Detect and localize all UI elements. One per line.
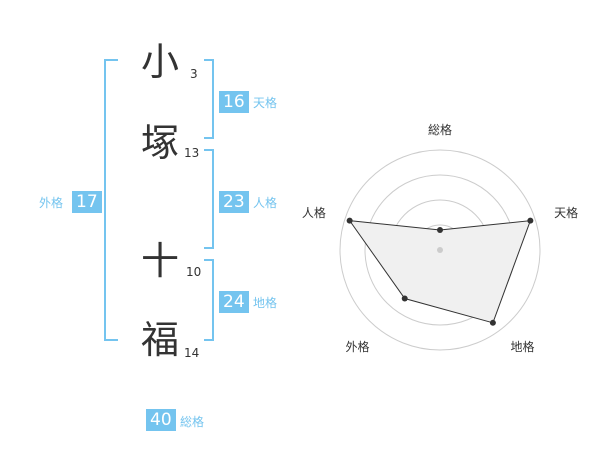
stroke-count-2: 13 <box>184 146 200 160</box>
radar-axis-label-1: 天格 <box>554 205 578 220</box>
tenkaku-label: 天格 <box>253 96 278 110</box>
radar-center-dot <box>437 247 443 253</box>
stroke-count-1: 3 <box>190 67 198 81</box>
jinkaku-label: 人格 <box>253 196 278 210</box>
soukaku-label: 総格 <box>180 415 205 429</box>
name-char-1: 小 <box>141 40 180 84</box>
radar-point-3 <box>401 295 408 302</box>
gaikaku-bracket <box>104 59 118 341</box>
radar-ring-4 <box>339 149 541 351</box>
radar-point-0 <box>437 227 443 233</box>
radar-axis-label-2: 地格 <box>511 339 535 354</box>
stroke-count-3: 10 <box>186 265 202 279</box>
radar-axis-label-0: 総格 <box>428 122 452 137</box>
name-char-3: 十 <box>141 239 180 283</box>
stroke-count-4: 14 <box>184 346 200 360</box>
radar-axis-label-4: 人格 <box>302 205 326 220</box>
radar-points <box>346 217 534 326</box>
tenkaku-value: 16 <box>219 91 249 113</box>
soukaku-value: 40 <box>146 409 176 431</box>
name-char-2: 塚 <box>141 121 180 165</box>
radar-axis-label-3: 外格 <box>345 339 369 354</box>
radar-point-1 <box>527 217 534 224</box>
radar-point-4 <box>346 217 353 224</box>
radar-point-2 <box>489 319 496 326</box>
gaikaku-label: 外格 <box>39 196 64 210</box>
chikaku-value: 24 <box>219 291 249 313</box>
jinkaku-bracket <box>204 149 214 249</box>
chikaku-label: 地格 <box>253 296 278 310</box>
jinkaku-value: 23 <box>219 191 249 213</box>
tenkaku-bracket <box>204 59 214 139</box>
gaikaku-value: 17 <box>72 191 102 213</box>
radar-data-polygon <box>348 220 532 324</box>
name-char-4: 福 <box>141 318 180 362</box>
chikaku-bracket <box>204 259 214 341</box>
